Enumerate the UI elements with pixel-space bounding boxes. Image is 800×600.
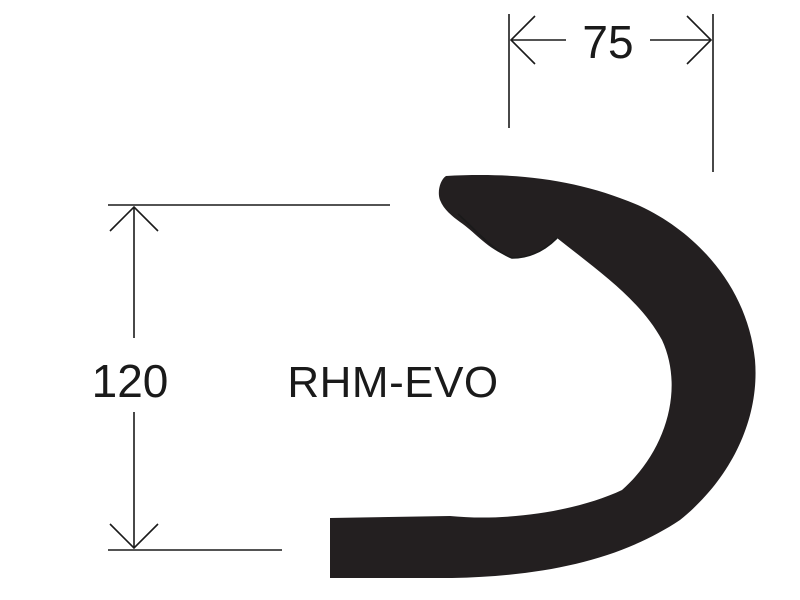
reach-dimension: 75 (508, 14, 714, 172)
handlebar-inner-curve (457, 213, 558, 259)
drop-value: 120 (92, 355, 169, 407)
reach-arrowhead-left (509, 15, 536, 65)
drop-arrowhead-bottom (109, 523, 159, 550)
model-name-label: RHM-EVO (287, 358, 498, 407)
reach-value: 75 (582, 16, 633, 68)
reach-arrowhead-right (686, 15, 713, 65)
drop-arrowhead-top (109, 205, 159, 232)
drop-dimension: 120 (92, 204, 390, 551)
handlebar-profile-shape (330, 175, 756, 578)
